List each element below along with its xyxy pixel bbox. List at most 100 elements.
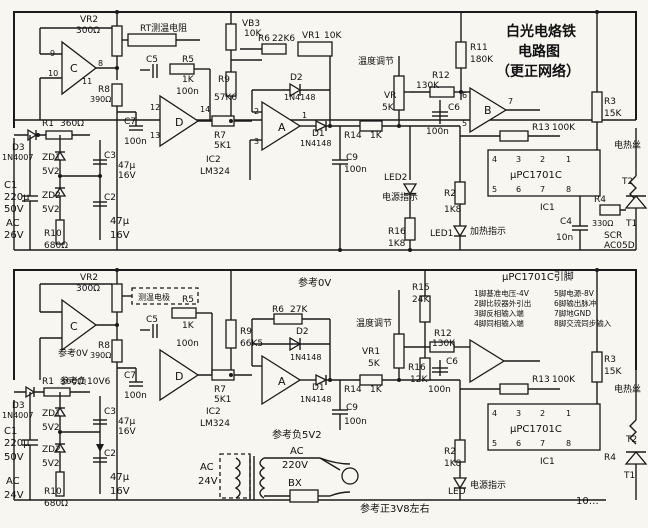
label-bottom-c1-v: 50V bbox=[4, 452, 24, 463]
label-bottom-r1-val: 360Ω bbox=[60, 377, 84, 387]
svg-text:2: 2 bbox=[540, 155, 545, 164]
label-bottom-r3: R3 bbox=[604, 355, 616, 365]
label-top-r10-val: 680Ω bbox=[44, 241, 68, 251]
label-top-vr1: VR1 bbox=[302, 31, 320, 41]
label-bottom-rt: 测温电极 bbox=[138, 292, 170, 302]
svg-text:7: 7 bbox=[540, 185, 545, 194]
label-bottom-c5: C5 bbox=[146, 315, 158, 325]
label-bottom-r3-val: 15K bbox=[604, 367, 622, 377]
label-bottom-power-ind: 电源指示 bbox=[470, 479, 506, 491]
label-bottom-ac-val: 24V bbox=[4, 490, 24, 501]
top-labels: VR2 300Ω RT测温电阻 VB3 10K R5 1K C5 100n R6… bbox=[2, 15, 641, 251]
label-bottom-d3: D3 bbox=[12, 401, 25, 411]
label-top-r13-val: 100K bbox=[552, 123, 576, 133]
label-bottom-ac-in-val: 24V bbox=[198, 476, 218, 487]
svg-text:11: 11 bbox=[82, 77, 92, 86]
svg-text:7: 7 bbox=[540, 439, 545, 448]
pinout-item: 3脚反相输入端 bbox=[474, 308, 524, 318]
label-bottom-r8-val: 390Ω bbox=[90, 351, 111, 360]
label-top-r7-val: 5K1 bbox=[214, 141, 231, 151]
label-top-r8-val: 390Ω bbox=[90, 95, 111, 104]
label-top-r10: R10 bbox=[44, 229, 62, 239]
label-top-d1: D1 bbox=[312, 129, 325, 139]
label-top-c2-v: 16V bbox=[110, 230, 130, 241]
label-top-c3-v: 16V bbox=[118, 171, 136, 181]
label-top-r6-val: 22K6 bbox=[272, 34, 295, 44]
label-top-c2: C2 bbox=[104, 193, 116, 203]
label-bottom-r7: R7 bbox=[214, 385, 226, 395]
label-bottom-r13: R13 bbox=[532, 375, 550, 385]
svg-text:6: 6 bbox=[516, 439, 521, 448]
label-top-c3: C3 bbox=[104, 151, 116, 161]
svg-text:C: C bbox=[70, 62, 78, 75]
pinout-legend: μPC1701C引脚 1脚基准电压-4V 2脚比较器外引出 3脚反相输入端 4脚… bbox=[474, 270, 612, 328]
label-top-r6: R6 bbox=[258, 34, 270, 44]
svg-text:5: 5 bbox=[492, 439, 497, 448]
label-top-r12-val: 130K bbox=[416, 81, 440, 91]
label-bottom-r14-val: 1K bbox=[370, 385, 383, 395]
label-bottom-r8: R8 bbox=[98, 341, 110, 351]
label-bottom-r15-val: 24K bbox=[412, 295, 430, 305]
label-bottom-led: LED bbox=[448, 487, 466, 497]
label-bottom-d2-val: 1N4148 bbox=[290, 353, 321, 362]
svg-text:4: 4 bbox=[492, 155, 497, 164]
label-bottom-zd2-val: 5V2 bbox=[42, 459, 60, 469]
label-bottom-r12: R12 bbox=[434, 329, 452, 339]
label-top-heater: 电热丝 bbox=[614, 139, 641, 151]
label-top-c6: C6 bbox=[448, 103, 460, 113]
label-bottom-c3-v: 16V bbox=[118, 427, 136, 437]
label-bottom-r16-val: 12K bbox=[410, 375, 428, 385]
title-line-3: （更正网络） bbox=[496, 63, 580, 80]
label-bottom-ac-in: AC bbox=[200, 462, 214, 473]
pinout-item: 6脚输出脉冲 bbox=[554, 298, 596, 308]
label-top-d2-val: 1N4148 bbox=[284, 93, 315, 102]
label-bottom-refpos: 参考正3V8左右 bbox=[360, 502, 430, 515]
label-bottom-refneg10: 参考负10V6 bbox=[60, 375, 111, 387]
label-top-ic2-val: LM324 bbox=[200, 167, 230, 177]
label-top-c1-val: 220μ bbox=[4, 192, 30, 203]
label-bottom-r14: R14 bbox=[344, 385, 362, 395]
svg-text:6: 6 bbox=[516, 185, 521, 194]
label-bottom-temp-adj: 温度调节 bbox=[356, 317, 392, 329]
label-bottom-ic2-val: LM324 bbox=[200, 419, 230, 429]
label-top-r7: R7 bbox=[214, 131, 226, 141]
label-top-vr2: VR2 bbox=[80, 15, 98, 25]
label-bottom-r7-val: 5K1 bbox=[214, 395, 231, 405]
label-top-vb3-val: 10K bbox=[244, 29, 262, 39]
label-bottom-d1: D1 bbox=[312, 383, 325, 393]
label-bottom-c6: C6 bbox=[446, 357, 458, 367]
label-top-c9: C9 bbox=[346, 153, 358, 163]
svg-text:13: 13 bbox=[150, 131, 160, 140]
label-bottom-c7: C7 bbox=[124, 371, 136, 381]
label-top-ic2: IC2 bbox=[206, 155, 221, 165]
label-top-zd1: ZD1 bbox=[42, 153, 61, 163]
label-top-power-ind: 电源指示 bbox=[382, 191, 418, 203]
label-top-r5: R5 bbox=[182, 55, 194, 65]
label-bottom-c9: C9 bbox=[346, 403, 358, 413]
label-bottom-tail: 10… bbox=[576, 496, 599, 507]
label-bottom-ac: AC bbox=[6, 476, 20, 487]
label-top-r16-val: 1K8 bbox=[388, 239, 406, 249]
svg-text:5: 5 bbox=[462, 119, 467, 128]
label-bottom-bx: BX bbox=[288, 478, 302, 489]
svg-text:8: 8 bbox=[566, 439, 571, 448]
label-bottom-d1-val: 1N4148 bbox=[300, 395, 331, 404]
pinout-item: 2脚比较器外引出 bbox=[474, 298, 531, 308]
label-bottom-r9: R9 bbox=[240, 327, 252, 337]
label-bottom-ic1: IC1 bbox=[540, 457, 555, 467]
bottom-labels: VR2 300Ω 测温电极 参考0V R5 1K C5 100n R9 66K5… bbox=[2, 273, 641, 515]
label-top-r4-val: 330Ω bbox=[592, 219, 613, 228]
label-top-r4: R4 bbox=[594, 195, 606, 205]
svg-text:A: A bbox=[278, 121, 286, 134]
top-circuit: C 9 10 11 8 D 12 13 bbox=[13, 10, 648, 252]
label-bottom-ref0: 参考0V bbox=[298, 276, 331, 289]
label-bottom-vr2-val: 300Ω bbox=[76, 284, 100, 294]
label-top-r13: R13 bbox=[532, 123, 550, 133]
label-bottom-ref0b: 参考0V bbox=[58, 347, 89, 359]
label-bottom-ac-main-val: 220V bbox=[282, 460, 308, 471]
label-bottom-c5-val: 100n bbox=[176, 339, 199, 349]
svg-text:3: 3 bbox=[516, 155, 521, 164]
label-bottom-heater: 电热丝 bbox=[614, 383, 641, 395]
label-top-ac: AC bbox=[6, 218, 20, 229]
label-top-r11: R11 bbox=[470, 43, 488, 53]
